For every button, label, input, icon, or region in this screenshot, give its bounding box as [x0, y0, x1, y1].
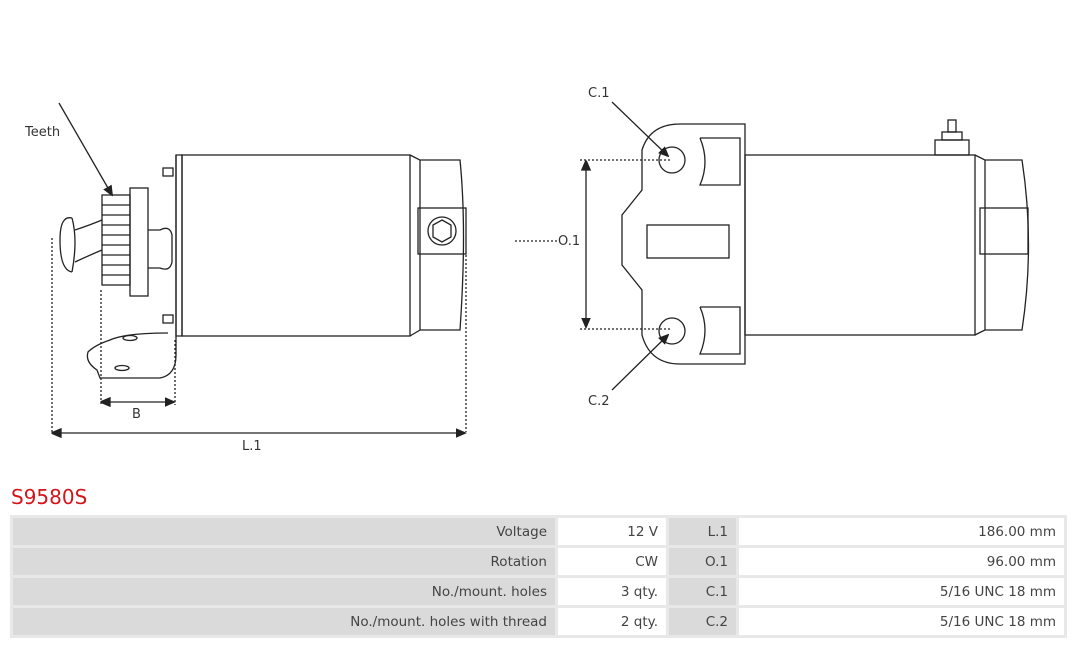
label-b: B — [132, 407, 141, 422]
label-c2: C.2 — [588, 394, 609, 409]
dimension-label: C.2 — [669, 608, 736, 635]
front-view — [515, 101, 1030, 391]
dimension-value: 5/16 UNC 18 mm — [739, 608, 1064, 635]
side-view — [51, 102, 467, 433]
dimension-label: O.1 — [669, 548, 736, 575]
label-c1: C.1 — [588, 86, 609, 101]
spec-value: 3 qty. — [558, 578, 666, 605]
dimension-value: 5/16 UNC 18 mm — [739, 578, 1064, 605]
product-code: S9580S — [11, 485, 88, 509]
spec-label: Rotation — [13, 548, 555, 575]
dimension-label: L.1 — [669, 518, 736, 545]
spec-label: No./mount. holes — [13, 578, 555, 605]
technical-drawing: Teeth B L.1 C.1 C.2 O.1 — [24, 86, 1030, 454]
spec-value: 2 qty. — [558, 608, 666, 635]
label-teeth: Teeth — [24, 125, 60, 140]
dimension-value: 186.00 mm — [739, 518, 1064, 545]
spec-label: No./mount. holes with thread — [13, 608, 555, 635]
dimension-label: C.1 — [669, 578, 736, 605]
dimension-value: 96.00 mm — [739, 548, 1064, 575]
spec-value: 12 V — [558, 518, 666, 545]
spec-value: CW — [558, 548, 666, 575]
spec-label: Voltage — [13, 518, 555, 545]
label-o1: O.1 — [558, 234, 580, 249]
label-l1: L.1 — [242, 439, 262, 454]
